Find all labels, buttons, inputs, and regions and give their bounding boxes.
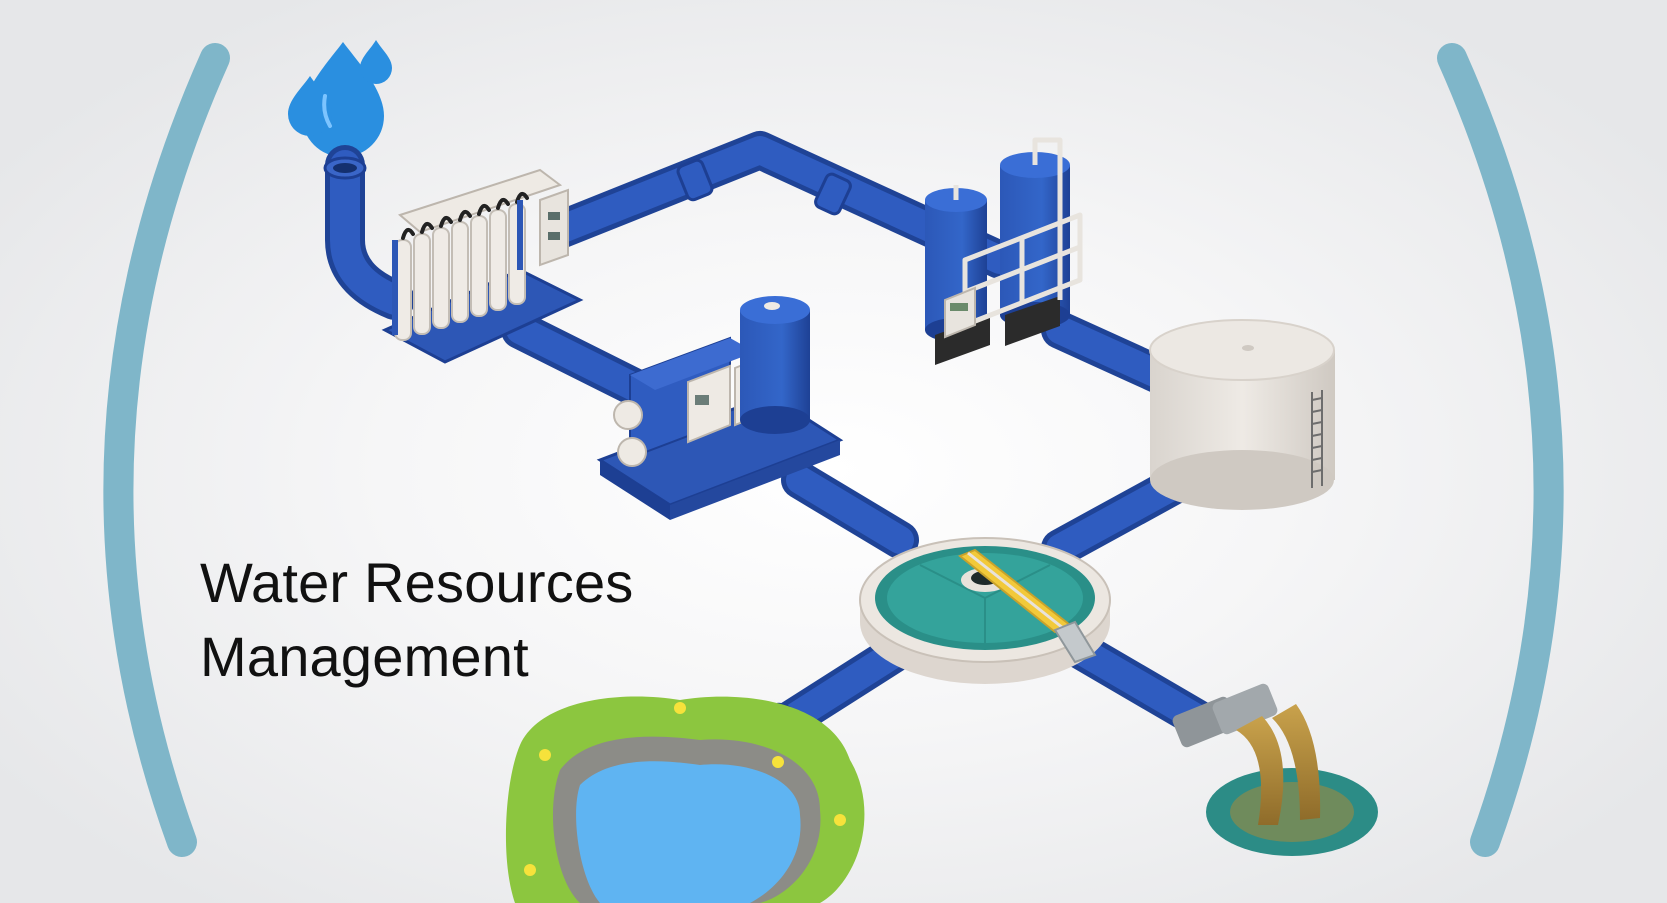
pressure-filter-vessels	[925, 137, 1083, 365]
left-bracket-icon	[103, 43, 230, 857]
storage-tank	[1149, 319, 1335, 510]
pipe-network	[325, 131, 1219, 739]
water-droplets-icon	[288, 40, 392, 157]
filter-rack	[381, 168, 584, 364]
page-title-line-2: Management	[200, 625, 529, 688]
clarifier	[859, 537, 1111, 684]
page-title: Water Resources Management	[200, 546, 634, 694]
pond	[505, 696, 865, 903]
right-bracket-icon	[1437, 43, 1564, 857]
outfall	[1172, 683, 1378, 856]
pump-station	[596, 296, 844, 520]
page-title-line-1: Water Resources	[200, 551, 634, 614]
